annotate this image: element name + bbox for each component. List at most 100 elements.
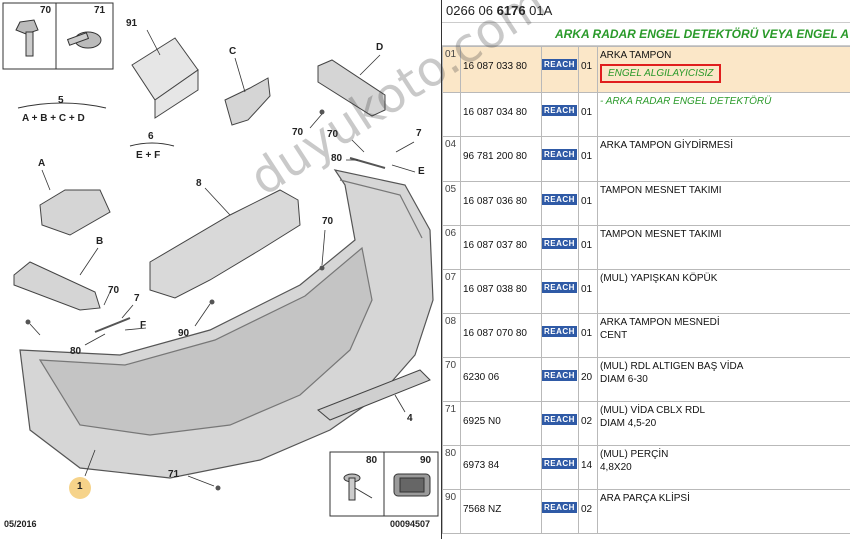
- quantity: 02: [578, 401, 598, 446]
- part-number[interactable]: 16 087 037 80: [460, 225, 542, 270]
- reach-cell: REACH: [541, 92, 579, 137]
- part-number[interactable]: 6230 06: [460, 357, 542, 402]
- callout-b: B: [96, 236, 104, 247]
- callout-80-left: 80: [70, 346, 82, 357]
- callout-5: 5: [58, 95, 64, 106]
- part-number[interactable]: 6973 84: [460, 445, 542, 490]
- position-number: 05: [442, 181, 461, 226]
- quantity: 02: [578, 489, 598, 534]
- reach-cell: REACH: [541, 269, 579, 314]
- reach-badge: REACH: [542, 326, 577, 337]
- reach-badge: REACH: [542, 458, 577, 469]
- part-number[interactable]: 16 087 070 80: [460, 313, 542, 358]
- document-code-main: 6176: [496, 3, 526, 18]
- bracket-c-drawing: [224, 77, 271, 126]
- position-number: 07: [442, 269, 461, 314]
- description-line-1: ARA PARÇA KLİPSİ: [600, 493, 690, 504]
- clip-kit-drawing: [131, 37, 199, 119]
- reach-badge: REACH: [542, 282, 577, 293]
- position-number: 06: [442, 225, 461, 270]
- description-line-1: ARKA TAMPON MESNEDİ: [600, 317, 720, 328]
- callout-7-top: 7: [416, 128, 422, 139]
- quantity: 01: [578, 92, 598, 137]
- reach-badge: REACH: [542, 238, 577, 249]
- callout-7-left: 7: [134, 293, 140, 304]
- reach-cell: REACH: [541, 181, 579, 226]
- rear-bumper-drawing: [19, 169, 434, 479]
- position-number: 71: [442, 401, 461, 446]
- position-number: 90: [442, 489, 461, 534]
- part-description: ARKA TAMPON GİYDİRMESİ: [597, 136, 850, 182]
- description-line-2: DIAM 6-30: [600, 374, 648, 385]
- callout-91: 91: [126, 18, 138, 29]
- callout-71-bottom: 71: [168, 469, 180, 480]
- part-number[interactable]: 16 087 036 80: [460, 181, 542, 226]
- callout-90-inset: 90: [420, 455, 432, 466]
- quantity: 01: [578, 136, 598, 182]
- quantity: 01: [578, 313, 598, 358]
- callout-e: E: [418, 166, 425, 177]
- reach-badge: REACH: [542, 370, 577, 381]
- callout-70-inset: 70: [40, 5, 52, 16]
- part-number[interactable]: 6925 N0: [460, 401, 542, 446]
- callout-70-left: 70: [108, 285, 120, 296]
- callout-8: 8: [196, 178, 202, 189]
- diagram-drawing: [2, 2, 439, 517]
- parts-list-panel: 0266 06 6176 01A ARKA RADAR ENGEL DETEKT…: [441, 0, 850, 539]
- callout-d: D: [376, 42, 384, 53]
- part-number[interactable]: 16 087 034 80: [460, 92, 542, 137]
- reach-cell: REACH: [541, 225, 579, 270]
- position-number: [442, 92, 461, 137]
- part-number[interactable]: 16 087 038 80: [460, 269, 542, 314]
- reach-cell: REACH: [541, 46, 579, 93]
- quantity: 01: [578, 46, 598, 93]
- reach-badge: REACH: [542, 105, 577, 116]
- part-number[interactable]: 7568 NZ: [460, 489, 542, 534]
- description-line-1: TAMPON MESNET TAKIMI: [600, 185, 722, 196]
- reach-badge: REACH: [542, 194, 577, 205]
- part-description: ARA PARÇA KLİPSİ: [597, 489, 850, 534]
- reach-cell: REACH: [541, 313, 579, 358]
- reach-cell: REACH: [541, 401, 579, 446]
- reach-badge: REACH: [542, 59, 577, 70]
- bracket-a-drawing: [39, 189, 111, 236]
- part-description: TAMPON MESNET TAKIMI: [597, 181, 850, 226]
- diagram-ref-number: 00094507: [390, 519, 431, 529]
- formula-5: A + B + C + D: [22, 113, 85, 124]
- callout-4: 4: [407, 413, 413, 424]
- description-line-2: CENT: [600, 330, 628, 341]
- callout-1: 1: [77, 481, 83, 492]
- document-code: 0266 06 6176 01A: [442, 0, 850, 23]
- description-line-1: TAMPON MESNET TAKIMI: [600, 229, 722, 240]
- hex-screw-icon: [15, 19, 39, 57]
- section-title: ARKA RADAR ENGEL DETEKTÖRÜ VEYA ENGEL A: [442, 23, 850, 46]
- callout-80-inset: 80: [366, 455, 378, 466]
- callout-90: 90: [178, 328, 190, 339]
- position-number: 08: [442, 313, 461, 358]
- part-number[interactable]: 96 781 200 80: [460, 136, 542, 182]
- quantity: 01: [578, 225, 598, 270]
- document-code-prefix: 0266 06: [446, 3, 493, 18]
- description-line-1: ARKA TAMPON: [600, 50, 672, 61]
- position-number: 80: [442, 445, 461, 490]
- reach-cell: REACH: [541, 357, 579, 402]
- part-number[interactable]: 16 087 033 80: [460, 46, 542, 93]
- part-description: - ARKA RADAR ENGEL DETEKTÖRÜ: [597, 92, 850, 137]
- callout-f: F: [140, 320, 147, 331]
- callout-80-top: 80: [331, 153, 343, 164]
- reach-cell: REACH: [541, 445, 579, 490]
